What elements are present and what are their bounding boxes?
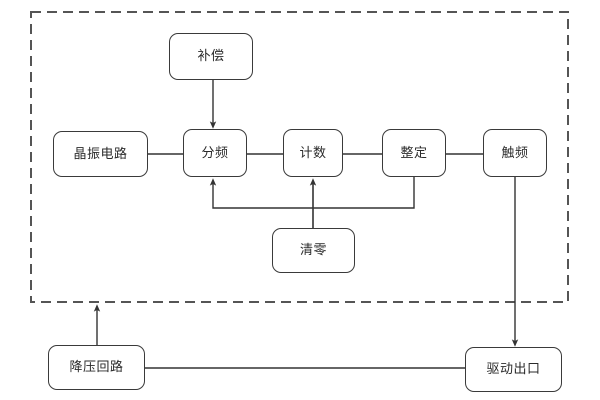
dashed-enclosure-border xyxy=(30,11,569,303)
node-jiangya-huilu-label: 降压回路 xyxy=(69,360,124,375)
node-fenpin[interactable]: 分频 xyxy=(183,129,247,177)
node-qudong-chukou[interactable]: 驱动出口 xyxy=(465,347,562,392)
node-fenpin-label: 分频 xyxy=(201,145,229,161)
node-buchang[interactable]: 补偿 xyxy=(169,33,253,80)
node-zhengding[interactable]: 整定 xyxy=(382,129,446,177)
node-jishu-label: 计数 xyxy=(299,145,327,161)
node-jingzhen-dianlu[interactable]: 晶振电路 xyxy=(53,131,148,177)
node-chupin[interactable]: 触频 xyxy=(483,129,547,177)
node-buchang-label: 补偿 xyxy=(197,49,225,64)
node-qudong-chukou-label: 驱动出口 xyxy=(486,362,541,377)
node-zhengding-label: 整定 xyxy=(400,145,428,161)
node-jiangya-huilu[interactable]: 降压回路 xyxy=(48,345,145,390)
node-jingzhen-dianlu-label: 晶振电路 xyxy=(73,146,128,162)
node-jishu[interactable]: 计数 xyxy=(283,129,343,177)
node-qingling-label: 清零 xyxy=(299,243,327,258)
node-chupin-label: 触频 xyxy=(501,145,529,161)
node-qingling[interactable]: 清零 xyxy=(272,228,355,273)
